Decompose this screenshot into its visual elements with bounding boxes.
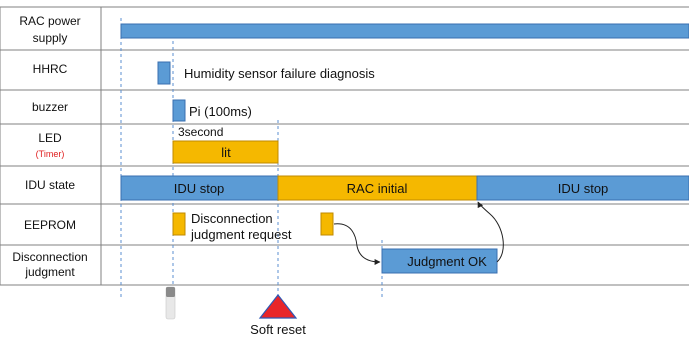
buzzer-pulse (172, 99, 186, 122)
hhrc-note: Humidity sensor failure diagnosis (184, 66, 375, 81)
row-labels: RAC power supply HHRC buzzer LED (Timer)… (12, 14, 87, 279)
soft-reset-triangle (258, 294, 298, 319)
judgment-ok-text: Judgment OK (407, 254, 487, 269)
eeprom-note-2: judgment request (190, 227, 292, 242)
led-lit-text: lit (221, 145, 231, 160)
idu-stop-text-2: IDU stop (558, 181, 609, 196)
rac-initial-bar (277, 175, 478, 201)
row-label-buzzer: buzzer (32, 100, 68, 114)
soft-reset-label: Soft reset (250, 322, 306, 337)
buzzer-note: Pi (100ms) (189, 104, 252, 119)
idu-stop-text-1: IDU stop (174, 181, 225, 196)
row-label-eeprom: EEPROM (24, 218, 76, 232)
row-label-disconnection-2: judgment (24, 265, 75, 279)
row-label-rac-power-1: RAC power (19, 14, 80, 28)
remote-control-icon (165, 286, 176, 320)
idu-stop-bar-2 (476, 175, 689, 201)
eeprom-pulse-2 (320, 212, 334, 236)
judgment-to-idu-arrow (477, 201, 504, 263)
eeprom-pulse-1 (172, 212, 186, 236)
led-lit-bar (172, 140, 279, 164)
row-label-hhrc: HHRC (33, 62, 68, 76)
eeprom-to-judgment-arrow (333, 223, 381, 265)
hhrc-pulse (157, 61, 171, 85)
time-markers (120, 18, 383, 298)
row-label-rac-power-2: supply (33, 31, 68, 45)
grid (0, 6, 689, 286)
row-sublabel-timer: (Timer) (36, 149, 65, 159)
row-label-led: LED (38, 131, 62, 145)
row-label-idu-state: IDU state (25, 178, 75, 192)
led-duration-label: 3second (178, 125, 223, 139)
rac-power-bar (120, 23, 689, 39)
rac-initial-text: RAC initial (347, 181, 408, 196)
eeprom-note-1: Disconnection (191, 211, 273, 226)
judgment-ok-bar (381, 248, 498, 274)
row-label-disconnection-1: Disconnection (12, 250, 87, 264)
